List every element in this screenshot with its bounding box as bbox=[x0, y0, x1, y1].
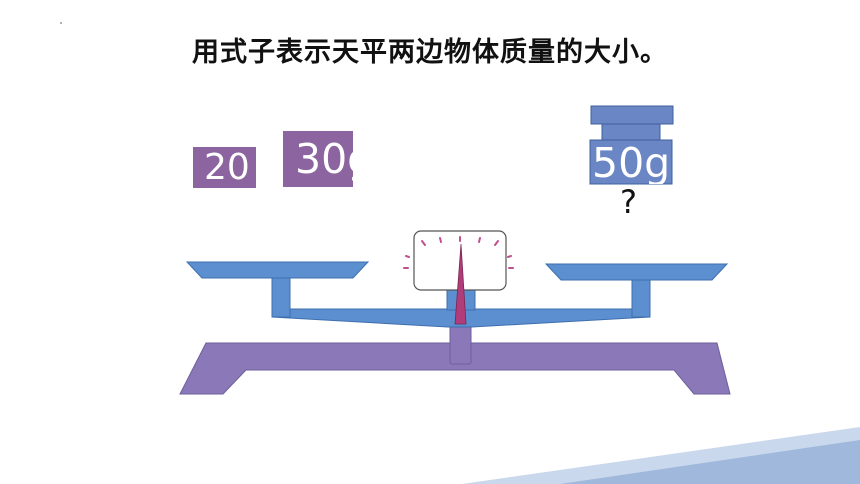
weight-50g-top bbox=[590, 105, 674, 125]
weight-20: 20 bbox=[193, 147, 256, 188]
weight-50g-neck bbox=[601, 123, 661, 141]
left-pan bbox=[185, 261, 370, 279]
weight-50g: 50g bbox=[590, 140, 672, 184]
right-pan-support bbox=[631, 278, 651, 318]
weight-20-label: 20 bbox=[204, 147, 250, 188]
needle-icon bbox=[454, 243, 467, 325]
weight-30g: 30g bbox=[283, 131, 353, 187]
dial-ticks bbox=[403, 236, 514, 269]
page-title: 用式子表示天平两边物体质量的大小。 bbox=[192, 37, 668, 68]
weight-50g-body bbox=[589, 139, 673, 185]
weight-30g-label: 30g bbox=[295, 135, 353, 183]
decorative-dot bbox=[60, 22, 62, 24]
scale-base bbox=[179, 342, 731, 395]
unknown-mark: ? bbox=[620, 183, 637, 221]
right-pan bbox=[544, 263, 729, 281]
left-pan-support bbox=[271, 276, 291, 318]
weight-50g-label: 50g bbox=[592, 140, 671, 184]
corner-band-dark bbox=[560, 440, 860, 484]
